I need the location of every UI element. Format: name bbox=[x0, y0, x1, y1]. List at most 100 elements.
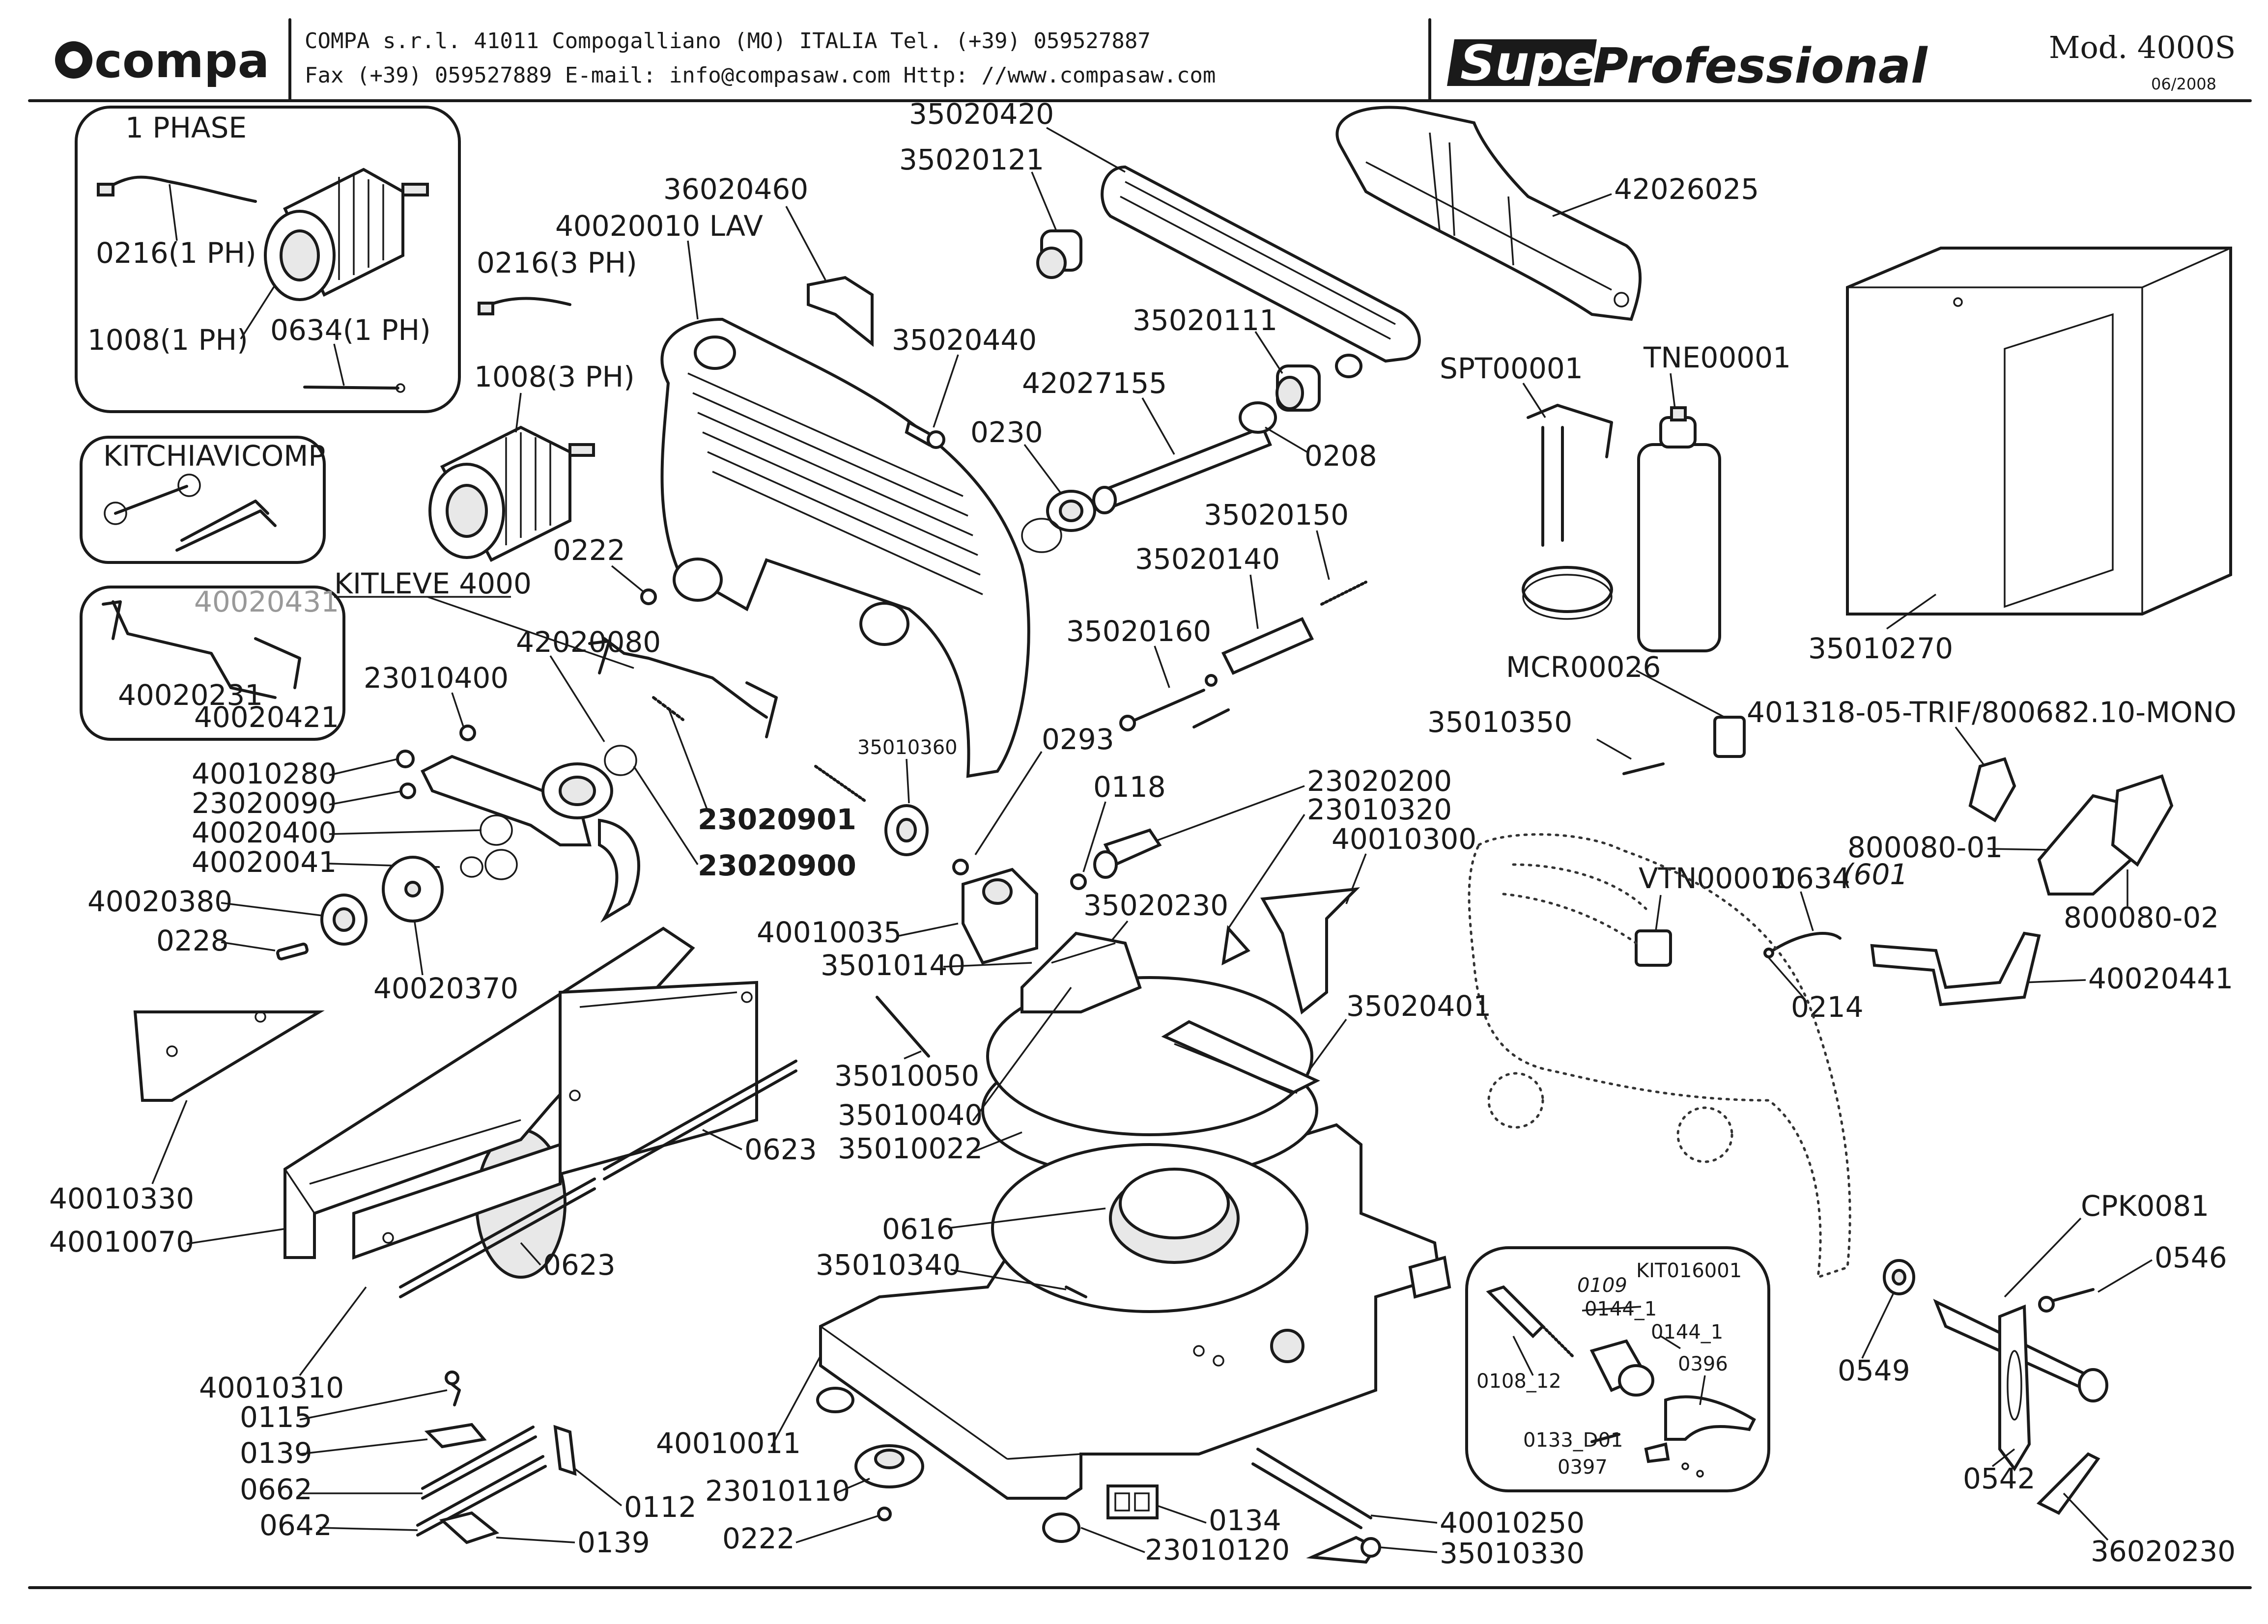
label-35010330: 35010330 bbox=[1440, 1537, 1585, 1570]
base-assembly: 35020401 35010040 35010022 0616 35010340… bbox=[656, 931, 1585, 1570]
spray-bottle-group: SPT00001 TNE00001 bbox=[1440, 341, 1791, 652]
label-35010350: 35010350 bbox=[1427, 705, 1572, 739]
label-23020900: 23020900 bbox=[698, 849, 856, 882]
lever-kit-group: 40020431 40020231 40020421 bbox=[80, 585, 345, 741]
one-phase-group: 1 PHASE 0216(1 PH) 1008(1 PH) 0634(1 PH) bbox=[75, 106, 461, 413]
label-40010250: 40010250 bbox=[1440, 1506, 1585, 1540]
one-phase-title: 1 PHASE bbox=[125, 111, 247, 144]
label-35020160: 35020160 bbox=[1066, 615, 1211, 648]
label-40010011: 40010011 bbox=[656, 1427, 801, 1460]
label-23020200: 23020200 bbox=[1307, 764, 1452, 798]
blade-guard: 40020010 LAV 36020460 bbox=[555, 172, 1030, 778]
label-0216-1ph: 0216(1 PH) bbox=[96, 236, 256, 270]
label-0222-b: 0222 bbox=[722, 1522, 795, 1555]
label-0546: 0546 bbox=[2155, 1241, 2227, 1274]
label-0208: 0208 bbox=[1304, 439, 1377, 473]
label-23010400: 23010400 bbox=[364, 661, 509, 695]
label-40020441: 40020441 bbox=[2088, 962, 2233, 995]
series-logo-professional: Professional bbox=[1593, 38, 1928, 94]
label-0397: 0397 bbox=[1558, 1456, 1608, 1479]
label-40020041: 40020041 bbox=[192, 845, 337, 879]
label-35020420: 35020420 bbox=[909, 97, 1054, 131]
label-0228: 0228 bbox=[156, 924, 229, 957]
handle-left-cluster: 42020080 23010400 40010280 23020090 4002… bbox=[87, 625, 661, 1005]
label-cpk0081: CPK0081 bbox=[2081, 1189, 2209, 1223]
spring-kit-title: KIT016001 bbox=[1636, 1260, 1742, 1282]
label-0662: 0662 bbox=[240, 1473, 312, 1506]
label-40020370: 40020370 bbox=[373, 972, 518, 1005]
label-36020230: 36020230 bbox=[2091, 1535, 2236, 1568]
label-0642: 0642 bbox=[259, 1509, 332, 1542]
label-0634-1ph: 0634(1 PH) bbox=[270, 313, 431, 347]
label-800080-01: 800080-01 bbox=[1847, 831, 2003, 864]
label-40010330: 40010330 bbox=[49, 1182, 194, 1215]
label-35010050: 35010050 bbox=[834, 1059, 979, 1092]
label-40020010-lav: 40020010 LAV bbox=[555, 209, 763, 243]
label-0139-a: 0139 bbox=[240, 1436, 312, 1470]
motor-3ph: 0216(3 PH) 1008(3 PH) bbox=[428, 246, 637, 562]
dotted-saw-head-outline bbox=[1468, 833, 1851, 1279]
label-0396: 0396 bbox=[1678, 1353, 1728, 1375]
label-0109: 0109 bbox=[1577, 1274, 1627, 1297]
label-800080-02: 800080-02 bbox=[2064, 901, 2219, 934]
label-40010280: 40010280 bbox=[192, 757, 337, 790]
label-0222-a: 0222 bbox=[553, 533, 625, 567]
label-401318-05-trif: 401318-05-TRIF/800682.10-MONO bbox=[1747, 696, 2237, 729]
keys-kit-title: KITCHIAVICOMP bbox=[103, 439, 325, 473]
label-0112: 0112 bbox=[624, 1490, 697, 1524]
center-small-parts: 0222 35020150 35020140 35020160 35010360… bbox=[553, 498, 1476, 1092]
label-23020090: 23020090 bbox=[192, 786, 337, 820]
belt-cover: 42026025 bbox=[1335, 106, 1759, 321]
label-1008-1ph: 1008(1 PH) bbox=[87, 323, 248, 357]
label-42020080: 42020080 bbox=[516, 625, 661, 659]
series-logo-super: Super bbox=[1460, 35, 1623, 91]
lever-assembly: KITLEVE 4000 23020901 23020900 bbox=[334, 567, 856, 882]
label-35010360: 35010360 bbox=[857, 736, 958, 759]
label-35020121: 35020121 bbox=[899, 143, 1044, 176]
label-40010070: 40010070 bbox=[49, 1225, 194, 1259]
label-23010110: 23010110 bbox=[705, 1474, 850, 1508]
label-23010120: 23010120 bbox=[1145, 1533, 1290, 1567]
electrical-parts: MCR00026 35010350 401318-05-TRIF/800682.… bbox=[1427, 650, 2237, 1024]
label-42026025: 42026025 bbox=[1614, 172, 1759, 206]
label-0616: 0616 bbox=[882, 1212, 955, 1246]
label-0623-a: 0623 bbox=[744, 1133, 817, 1166]
label-35010270: 35010270 bbox=[1808, 632, 1953, 665]
label-40020231: 40020231 bbox=[118, 678, 263, 712]
label-23020901: 23020901 bbox=[698, 803, 856, 836]
label-mcr00026: MCR00026 bbox=[1506, 650, 1661, 684]
brand-name: compa bbox=[94, 33, 269, 88]
label-35020111: 35020111 bbox=[1133, 304, 1277, 337]
label-40010035: 40010035 bbox=[757, 916, 902, 949]
label-0139-b: 0139 bbox=[577, 1526, 650, 1559]
label-23010320: 23010320 bbox=[1307, 793, 1452, 826]
label-40020421: 40020421 bbox=[194, 700, 339, 734]
label-35020150: 35020150 bbox=[1204, 498, 1349, 532]
label-0108-12: 0108_12 bbox=[1476, 1370, 1561, 1393]
label-0115: 0115 bbox=[240, 1400, 312, 1434]
label-1008-3ph: 1008(3 PH) bbox=[474, 360, 635, 393]
label-35010140: 35010140 bbox=[821, 949, 965, 982]
label-35010040: 35010040 bbox=[838, 1098, 983, 1132]
label-0549: 0549 bbox=[1838, 1354, 1910, 1387]
lever-kit-label: KITLEVE 4000 bbox=[334, 567, 532, 600]
company-contacts: Fax (+39) 059527889 E-mail: info@compasa… bbox=[305, 63, 1216, 88]
compa-logo: compa bbox=[55, 33, 269, 88]
label-35020230: 35020230 bbox=[1083, 889, 1228, 922]
label-0134: 0134 bbox=[1209, 1504, 1281, 1537]
label-0230: 0230 bbox=[970, 416, 1043, 449]
label-40020431: 40020431 bbox=[194, 585, 339, 618]
label-spt00001: SPT00001 bbox=[1440, 352, 1583, 385]
label-40020380: 40020380 bbox=[87, 885, 232, 918]
stand-cabinet: 35010270 bbox=[1808, 247, 2232, 665]
label-35010022: 35010022 bbox=[838, 1132, 983, 1165]
label-0133-d01: 0133_D01 bbox=[1523, 1429, 1623, 1452]
company-address: COMPA s.r.l. 41011 Compogalliano (MO) IT… bbox=[305, 28, 1151, 54]
label-tne00001: TNE00001 bbox=[1643, 341, 1791, 374]
keys-kit-group: KITCHIAVICOMP bbox=[80, 436, 326, 564]
label-0216-3ph: 0216(3 PH) bbox=[477, 246, 637, 280]
super-professional-logo: Super Professional bbox=[1447, 35, 1928, 94]
clamp-assembly: CPK0081 0546 0549 0542 36020230 bbox=[1838, 1189, 2236, 1568]
fence-small-parts: 0115 0139 0662 0642 0112 0139 bbox=[240, 1371, 697, 1559]
label-35010340: 35010340 bbox=[816, 1248, 961, 1282]
